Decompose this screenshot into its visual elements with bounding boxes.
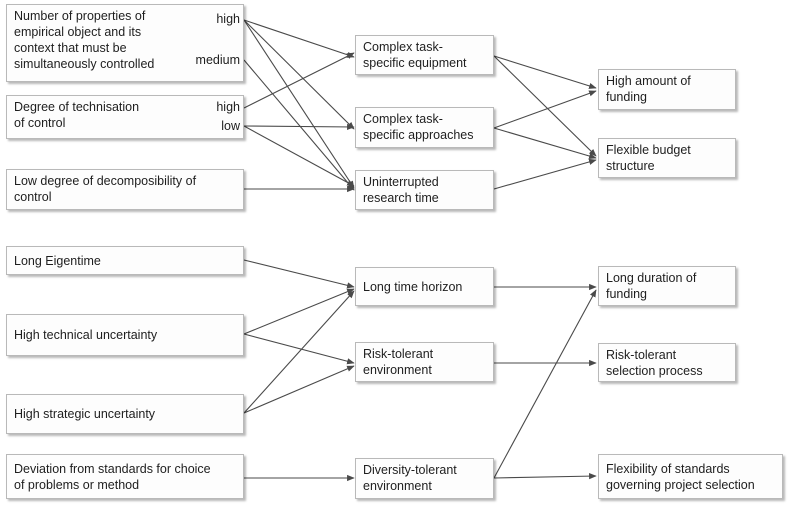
box-uninterrupted-research-time: Uninterrupted research time bbox=[355, 170, 494, 210]
tag-technisation-low: low bbox=[221, 119, 240, 133]
arrow-properties-high-to-approaches bbox=[243, 19, 355, 130]
arrow-diversity-env-to-funding-duration bbox=[493, 289, 597, 479]
box-diversity-tolerant-environment: Diversity-tolerant environment bbox=[355, 458, 494, 499]
arrow-properties-high-to-research-time bbox=[243, 19, 355, 189]
arrow-research-time-to-budget-structure bbox=[493, 158, 597, 190]
box-complex-equipment: Complex task- specific equipment bbox=[355, 35, 494, 75]
box-risk-tolerant-environment: Risk-tolerant environment bbox=[355, 342, 494, 382]
arrow-technical-to-risk-env bbox=[243, 333, 355, 365]
arrow-approaches-to-funding-amount bbox=[493, 90, 597, 129]
arrow-equipment-to-budget-structure bbox=[493, 55, 597, 157]
arrow-approaches-to-budget-structure bbox=[493, 127, 597, 159]
box-high-strategic-uncertainty: High strategic uncertainty bbox=[6, 394, 244, 434]
box-deviation-from-standards: Deviation from standards for choice of p… bbox=[6, 454, 244, 499]
box-low-decomposability: Low degree of decomposibility of control bbox=[6, 169, 244, 210]
box-flexible-budget-structure: Flexible budget structure bbox=[598, 138, 736, 178]
arrow-technisation-low-to-research-time bbox=[243, 125, 355, 187]
box-long-time-horizon: Long time horizon bbox=[355, 267, 494, 306]
arrow-technisation-low-to-approaches bbox=[243, 123, 355, 131]
arrow-eigentime-to-time-horizon bbox=[243, 259, 355, 289]
tag-properties-high: high bbox=[216, 12, 240, 26]
box-high-amount-of-funding: High amount of funding bbox=[598, 69, 736, 110]
arrow-technical-to-time-horizon bbox=[243, 288, 355, 335]
arrow-properties-medium-to-research-time bbox=[243, 59, 355, 191]
box-flexibility-of-standards: Flexibility of standards governing proje… bbox=[598, 454, 783, 499]
tag-technisation-high: high bbox=[216, 100, 240, 114]
box-complex-approaches: Complex task- specific approaches bbox=[355, 107, 494, 148]
arrow-technisation-high-to-equipment bbox=[243, 52, 355, 109]
arrow-strategic-to-risk-env bbox=[243, 365, 355, 414]
box-number-of-properties: Number of properties of empirical object… bbox=[6, 4, 244, 82]
arrow-properties-high-to-equipment bbox=[243, 19, 355, 58]
arrow-strategic-to-time-horizon bbox=[243, 290, 355, 414]
arrow-equipment-to-funding-amount bbox=[493, 55, 597, 89]
box-risk-tolerant-selection-process: Risk-tolerant selection process bbox=[598, 343, 736, 382]
arrow-diversity-env-to-standards-flexibility bbox=[493, 473, 597, 480]
box-long-eigentime: Long Eigentime bbox=[6, 246, 244, 275]
box-degree-of-technisation: Degree of technisation of control bbox=[6, 95, 244, 139]
box-long-duration-of-funding: Long duration of funding bbox=[598, 266, 736, 306]
tag-properties-medium: medium bbox=[195, 53, 240, 67]
box-high-technical-uncertainty: High technical uncertainty bbox=[6, 314, 244, 356]
